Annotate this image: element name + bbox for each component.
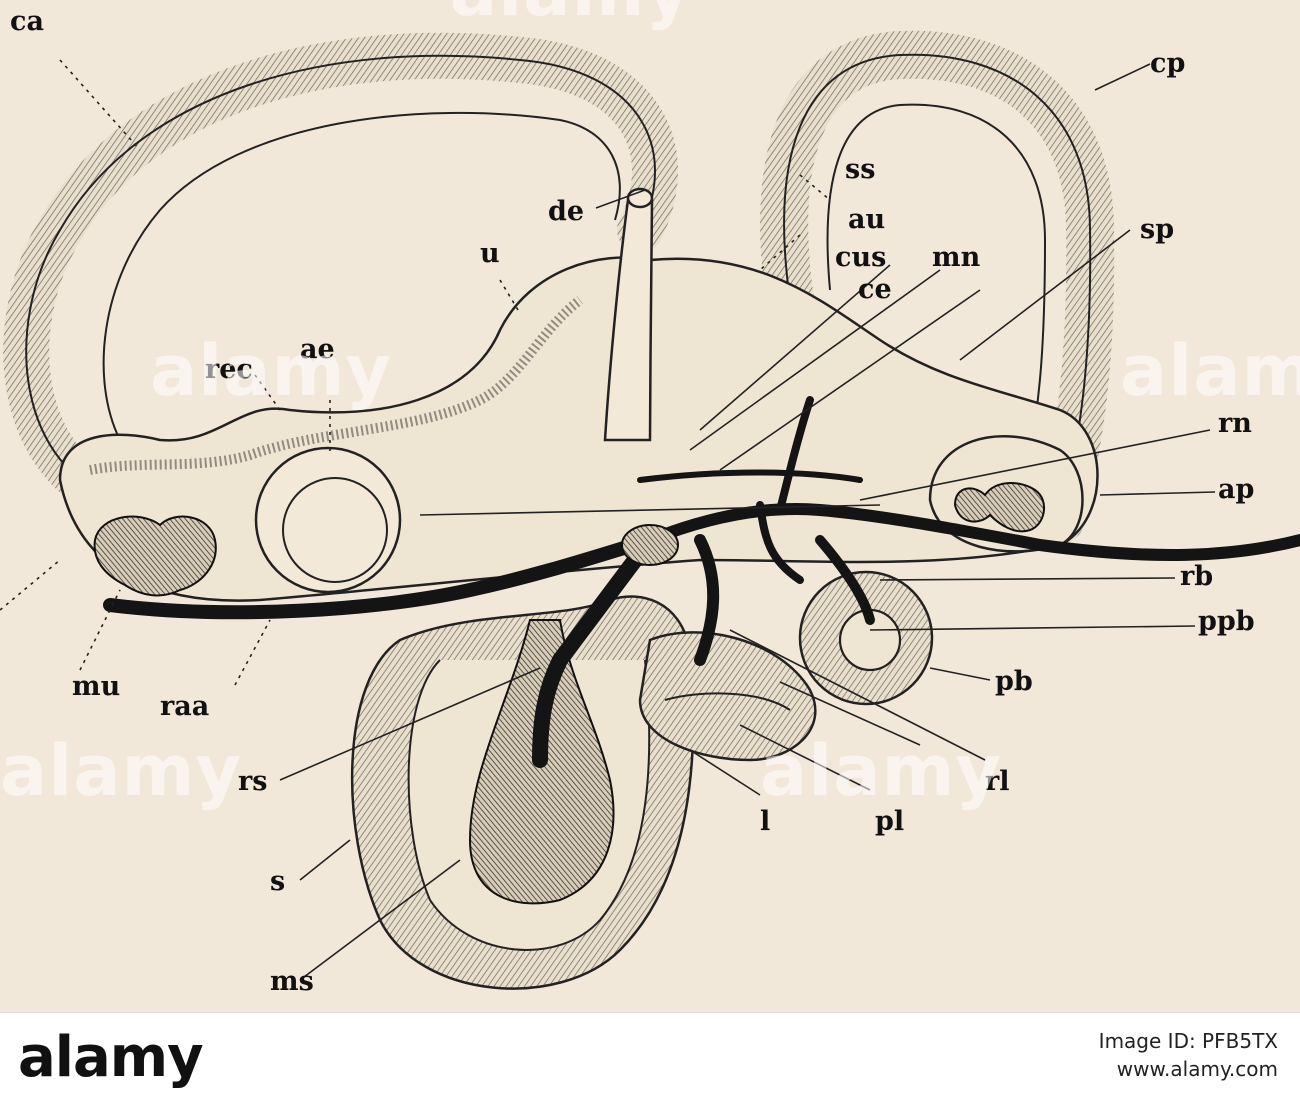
watermark: alamy: [150, 330, 393, 412]
label-pl: pl: [875, 806, 904, 837]
figure-labels: ca cp ss de u au cus mn ce sp ae rec rn …: [10, 6, 1255, 997]
brand-logo[interactable]: alamy: [18, 1025, 204, 1090]
label-ss: ss: [845, 154, 875, 185]
label-sp: sp: [1140, 214, 1174, 245]
label-rec: rec: [205, 354, 253, 385]
label-ca: ca: [10, 6, 44, 37]
lagena: [638, 631, 817, 762]
label-rb: rb: [1180, 561, 1213, 592]
label-mn: mn: [932, 242, 981, 273]
watermark: alamy: [0, 730, 243, 812]
label-u: u: [480, 238, 500, 269]
label-rl: rl: [985, 766, 1009, 797]
watermark: alamy: [760, 730, 1003, 812]
label-ap: ap: [1218, 474, 1254, 505]
label-cp: cp: [1150, 48, 1185, 79]
image-id: Image ID: PFB5TX: [1098, 1029, 1278, 1053]
label-ae: ae: [300, 334, 335, 365]
label-raa: raa: [160, 691, 209, 722]
label-ms: ms: [270, 966, 314, 997]
label-s: s: [270, 866, 285, 897]
label-au: au: [848, 204, 885, 235]
posterior-ampulla-nerve: [953, 482, 1045, 533]
macula-utriculi: [93, 515, 217, 597]
label-ppb: ppb: [1198, 606, 1255, 637]
label-l: l: [760, 806, 770, 837]
site-url[interactable]: www.alamy.com: [1116, 1057, 1278, 1081]
label-rn: rn: [1218, 408, 1252, 439]
label-rs: rs: [238, 766, 267, 797]
label-mu: mu: [72, 671, 120, 702]
footer-bar: alamy Image ID: PFB5TX www.alamy.com: [0, 1012, 1300, 1099]
endolymphatic-duct: [603, 198, 654, 442]
ampulla-ellipse: [254, 446, 402, 594]
inner-ear-illustration: ca cp ss de u au cus mn ce sp ae rec rn …: [0, 6, 1300, 997]
anatomy-figure: ca cp ss de u au cus mn ce sp ae rec rn …: [0, 0, 1300, 997]
watermark: alamy: [1120, 330, 1300, 412]
leader-lines: [279, 63, 1216, 981]
label-cus: cus: [835, 242, 886, 273]
watermark: alamy: [450, 0, 692, 32]
acoustic-nerve: [103, 396, 1300, 768]
label-ce: ce: [858, 274, 892, 305]
label-pb: pb: [995, 666, 1033, 697]
image-info: Image ID: PFB5TX www.alamy.com: [1099, 1029, 1278, 1081]
label-de: de: [548, 196, 584, 227]
